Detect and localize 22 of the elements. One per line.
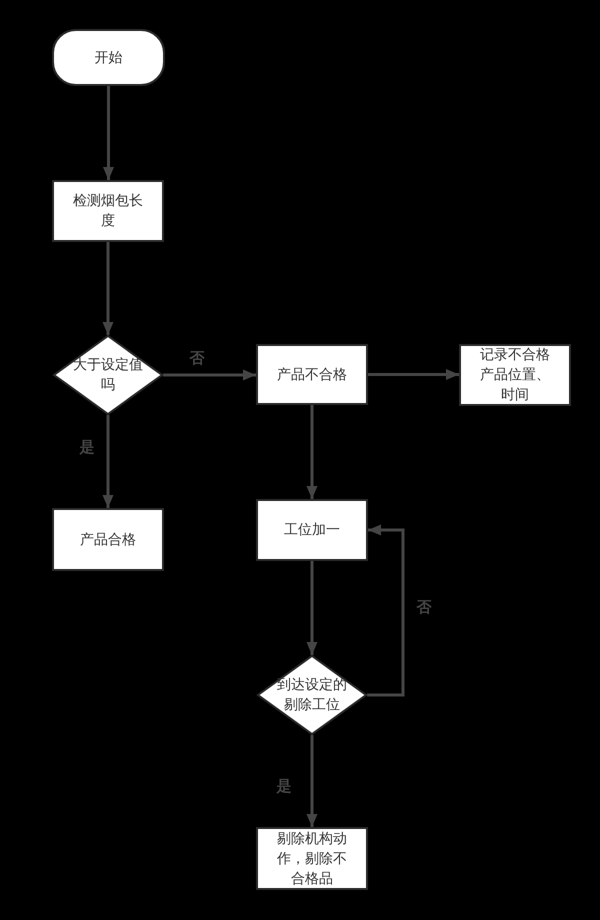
process-box: 检测烟包长度 [52,180,164,242]
arrow [368,369,459,380]
arrow [367,524,404,696]
decision-diamond: 到达设定的剔除工位 [257,655,367,735]
edge-label: 是 [276,777,292,795]
edge-label: 否 [416,598,432,616]
process-box: 剔除机构动作，剔除不合格品 [256,827,368,890]
process-box: 产品合格 [52,508,164,571]
arrow [306,405,318,499]
start-terminal: 开始 [52,29,165,86]
process-box: 记录不合格产品位置、时间 [459,344,571,406]
arrow [163,370,256,380]
process-box: 工位加一 [256,499,368,561]
arrow [306,561,318,655]
edge-label: 是 [80,438,94,456]
arrow [103,86,114,180]
decision-diamond: 大于设定值吗 [53,335,163,415]
arrow [102,415,114,508]
process-box: 产品不合格 [256,344,368,405]
edge-label: 否 [190,349,204,367]
arrow [306,735,318,827]
arrow [102,242,114,335]
